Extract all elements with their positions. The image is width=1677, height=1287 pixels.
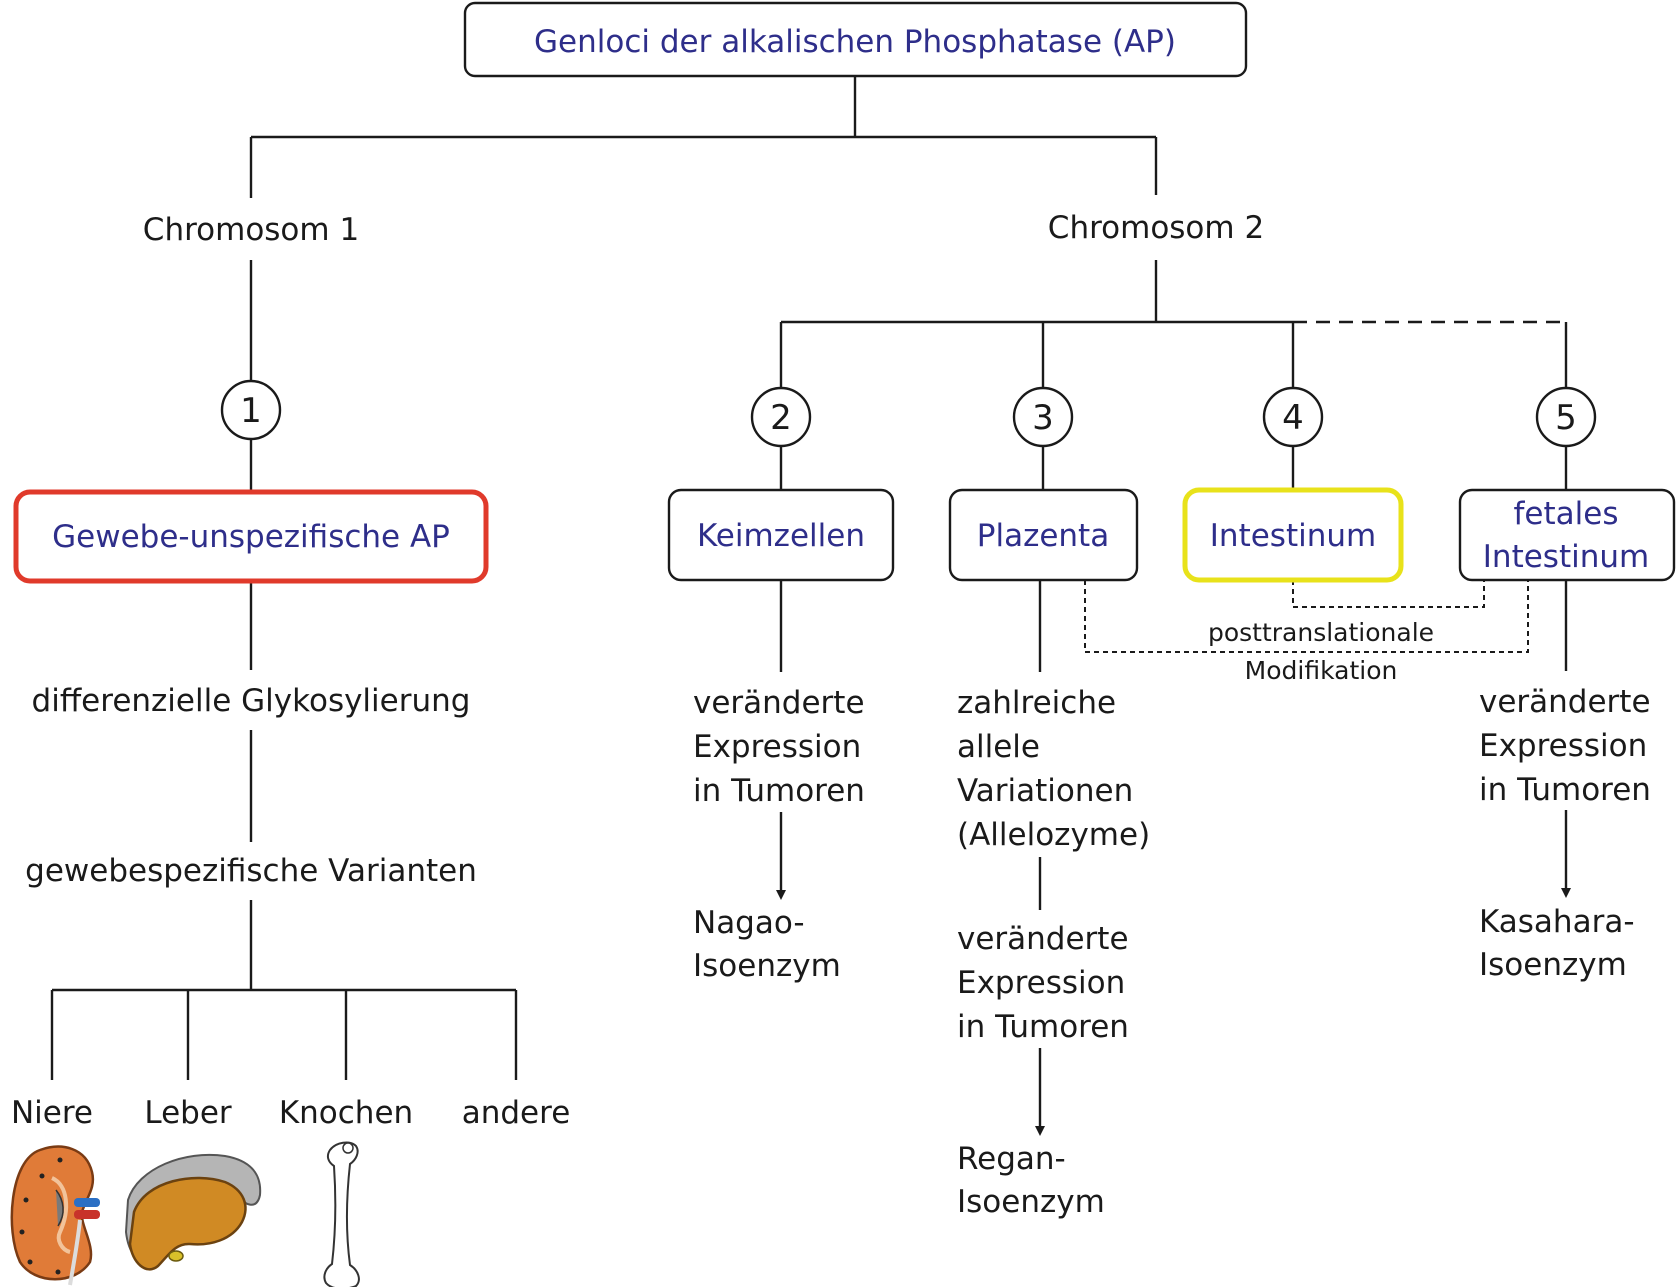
plazenta-label: Plazenta (977, 518, 1109, 554)
keimzellen-box (667, 488, 895, 582)
tissue-niere: Niere (11, 1095, 93, 1131)
liver-icon (124, 1153, 262, 1271)
fetal-text-line3: in Tumoren (1479, 772, 1651, 808)
locus-4-number: 4 (1282, 398, 1304, 438)
keimzellen-label: Keimzellen (697, 518, 865, 554)
kasahara-line2: Isoenzym (1479, 947, 1627, 983)
regan-line2: Isoenzym (957, 1184, 1105, 1220)
fetales-label-line1: fetales (1514, 496, 1619, 532)
plaz-text2-line1: veränderte (957, 921, 1129, 957)
locus-2-circle: 2 (750, 386, 812, 448)
kasahara-line1: Kasahara- (1479, 904, 1635, 940)
bone-icon (323, 1141, 360, 1287)
kidney-icon (10, 1145, 100, 1286)
fetal-text-line2: Expression (1479, 728, 1647, 764)
keim-text-line1: veränderte (693, 685, 865, 721)
intestinum-box (1182, 487, 1404, 583)
plaz-text2-line2: Expression (957, 965, 1125, 1001)
varianten-text: gewebespezifische Varianten (25, 853, 477, 889)
fetales-label-line2: Intestinum (1483, 539, 1649, 575)
regan-line1: Regan- (957, 1141, 1066, 1177)
gewebe-box (13, 489, 489, 584)
nagao-line2: Isoenzym (693, 948, 841, 984)
tissue-andere: andere (462, 1095, 571, 1131)
chromosome-2-label: Chromosom 2 (1048, 210, 1264, 246)
glykosylierung-text: differenzielle Glykosylierung (32, 683, 471, 719)
intestinum-label: Intestinum (1210, 518, 1376, 554)
locus-5-number: 5 (1555, 398, 1577, 438)
post-text-line1: posttranslationale (1208, 618, 1434, 647)
locus-2-number: 2 (770, 398, 792, 438)
gewebe-label: Gewebe-unspezifische AP (52, 519, 450, 555)
plaz-text1-line1: zahlreiche (957, 685, 1116, 721)
connector-lines (50, 76, 1571, 1136)
fetales-intestinum-box (1458, 488, 1676, 582)
tissue-leber: Leber (144, 1095, 232, 1131)
root-box (463, 1, 1248, 78)
fetal-text-line1: veränderte (1479, 684, 1651, 720)
locus-3-circle: 3 (1012, 386, 1074, 448)
keim-text-line2: Expression (693, 729, 861, 765)
locus-4-circle: 4 (1262, 386, 1324, 448)
post-text-line2: Modifikation (1245, 656, 1398, 685)
plaz-text1-line4: (Allelozyme) (957, 817, 1150, 853)
keim-text-line3: in Tumoren (693, 773, 865, 809)
nagao-line1: Nagao- (693, 905, 805, 941)
root-title: Genloci der alkalischen Phosphatase (AP) (534, 24, 1176, 60)
locus-1-number: 1 (240, 391, 262, 431)
plaz-text2-line3: in Tumoren (957, 1009, 1129, 1045)
chromosome-1-label: Chromosom 1 (143, 212, 359, 248)
plaz-text1-line3: Variationen (957, 773, 1133, 809)
plaz-text1-line2: allele (957, 729, 1040, 765)
locus-1-circle: 1 (220, 379, 282, 441)
locus-5-circle: 5 (1535, 386, 1597, 448)
plazenta-box (948, 488, 1139, 582)
locus-3-number: 3 (1032, 398, 1054, 438)
tissue-knochen: Knochen (279, 1095, 413, 1131)
